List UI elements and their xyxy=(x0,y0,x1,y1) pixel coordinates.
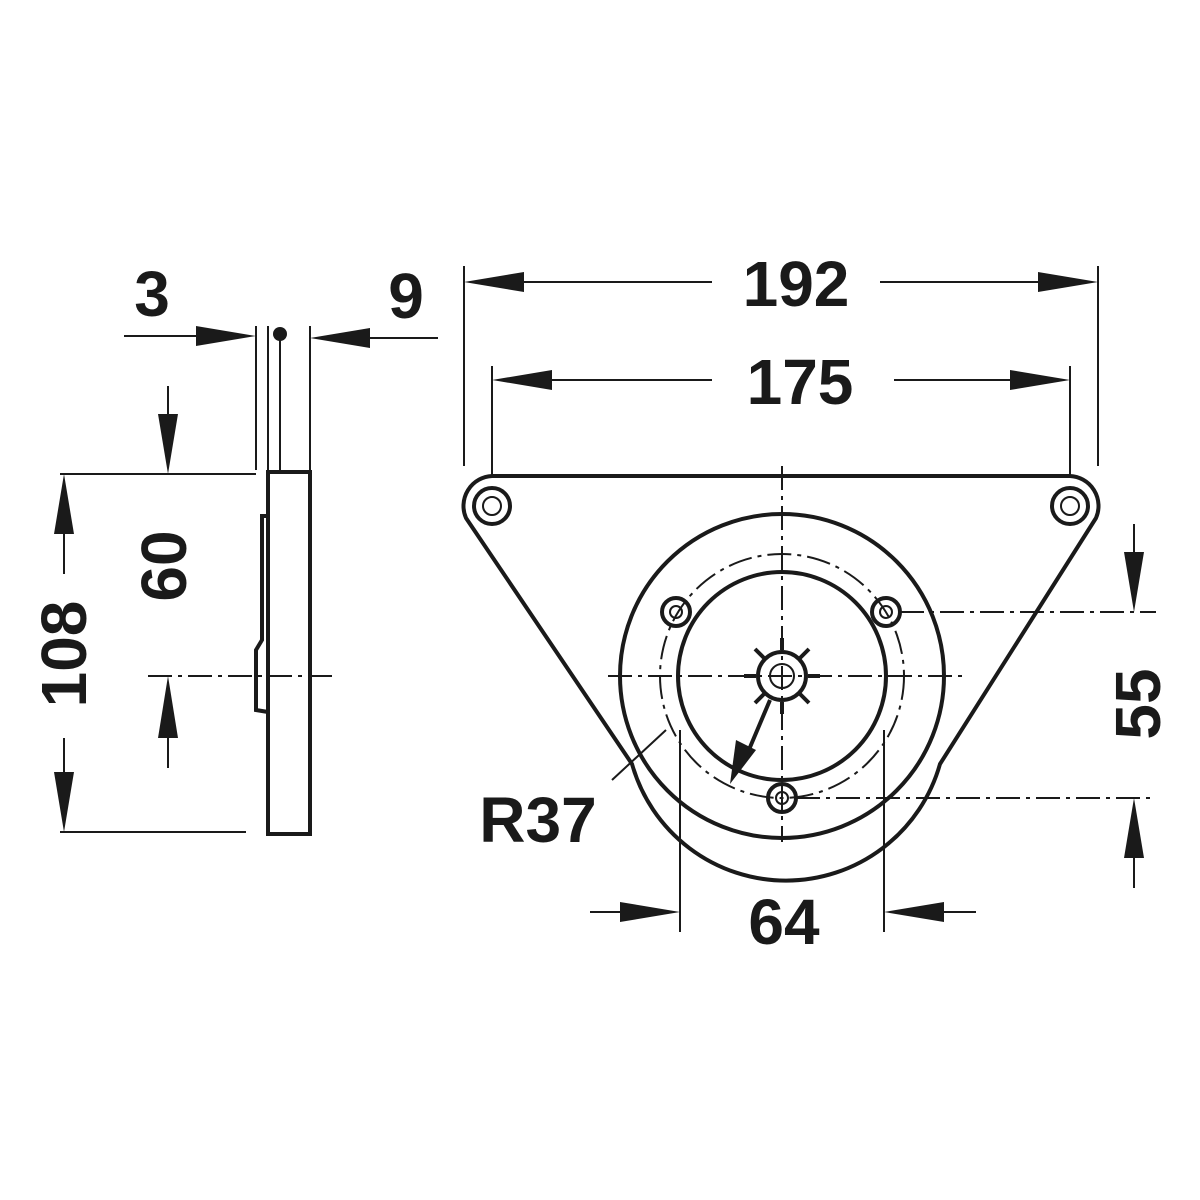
dim-175-label: 175 xyxy=(747,346,854,418)
dim-192-label: 192 xyxy=(743,248,850,320)
arrow-head xyxy=(158,676,178,738)
corner-hole-left xyxy=(472,486,512,526)
arrow-head xyxy=(1124,798,1144,858)
side-view: 3 9 108 60 xyxy=(28,258,438,836)
dim-108-label: 108 xyxy=(28,601,100,708)
top-view: 192 175 55 64 R37 xyxy=(461,248,1174,958)
dim-9-label: 9 xyxy=(388,260,424,332)
arrow-head xyxy=(620,902,680,922)
arrow-head xyxy=(1124,552,1144,612)
arrow-head xyxy=(54,772,74,832)
ring-hole-upper-left xyxy=(660,596,692,628)
arrow-head xyxy=(884,902,944,922)
arrow-head xyxy=(54,474,74,534)
arrow-head xyxy=(464,272,524,292)
corner-hole-right xyxy=(1050,486,1090,526)
arrow-head xyxy=(730,740,756,784)
arrow-head xyxy=(1010,370,1070,390)
dim-55-label: 55 xyxy=(1102,668,1174,739)
dim-64-label: 64 xyxy=(748,886,820,958)
arrow-head xyxy=(310,328,370,348)
side-plate-boss xyxy=(254,514,269,714)
r37-label-leader xyxy=(611,729,667,781)
arrow-head xyxy=(492,370,552,390)
dim-60-label: 60 xyxy=(128,530,200,601)
side-plate-body xyxy=(266,470,312,836)
center-hub xyxy=(744,638,820,714)
r37-leader xyxy=(746,699,772,753)
triangular-plate-outline xyxy=(461,474,1101,883)
pivot-dot xyxy=(273,327,287,341)
arrow-head xyxy=(1038,272,1098,292)
dim-3-label: 3 xyxy=(134,258,170,330)
dim-r37-label: R37 xyxy=(479,784,596,856)
arrow-head xyxy=(158,414,178,474)
arrow-head xyxy=(196,326,256,346)
